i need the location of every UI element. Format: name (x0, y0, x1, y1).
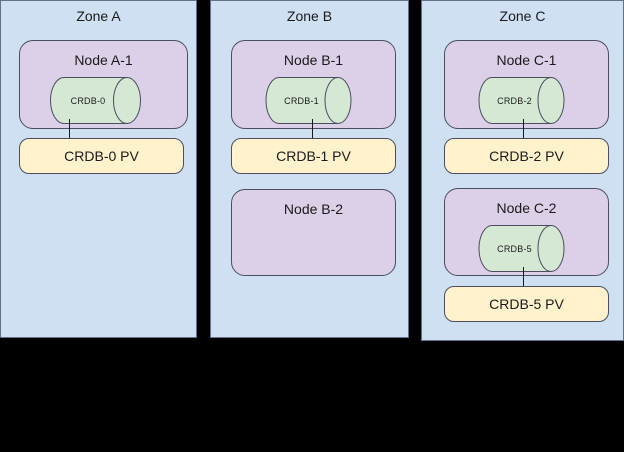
database-cylinder-crdb-1[interactable]: CRDB-1 (265, 77, 361, 124)
cylinder-shape-icon (478, 225, 565, 272)
pv-box-crdb-1[interactable]: CRDB-1 PV (231, 138, 396, 174)
node-box-c-2[interactable]: Node C-2 CRDB-5 (444, 188, 609, 276)
pv-label-crdb-2: CRDB-2 PV (489, 148, 564, 164)
pv-box-crdb-5[interactable]: CRDB-5 PV (444, 286, 609, 322)
pv-box-crdb-2[interactable]: CRDB-2 PV (444, 138, 609, 174)
connector-node-c-2-to-pv (523, 267, 524, 287)
cylinder-shape-icon (478, 77, 565, 124)
pv-label-crdb-5: CRDB-5 PV (489, 296, 564, 312)
node-title-c-2: Node C-2 (496, 200, 557, 216)
connector-node-b-1-to-pv (312, 119, 313, 139)
zone-title-a: Zone A (76, 8, 121, 24)
node-box-a-1[interactable]: Node A-1 CRDB-0 (19, 40, 188, 129)
zone-title-c: Zone C (499, 8, 546, 24)
node-box-b-1[interactable]: Node B-1 CRDB-1 (231, 40, 396, 129)
node-title-a-1: Node A-1 (74, 52, 133, 68)
zone-container-b[interactable]: Zone B Node B-1 CRDB-1 CRDB-1 PV Node B-… (210, 0, 409, 338)
node-title-b-1: Node B-1 (283, 52, 344, 68)
node-box-c-1[interactable]: Node C-1 CRDB-2 (444, 40, 609, 129)
zone-title-b: Zone B (286, 8, 333, 24)
connector-node-c-1-to-pv (523, 119, 524, 139)
pv-label-crdb-1: CRDB-1 PV (276, 148, 351, 164)
node-title-c-1: Node C-1 (496, 52, 557, 68)
zone-container-c[interactable]: Zone C Node C-1 CRDB-2 CRDB-2 PV Node C-… (421, 0, 624, 341)
node-box-b-2[interactable]: Node B-2 (231, 189, 396, 276)
pv-box-crdb-0[interactable]: CRDB-0 PV (19, 138, 184, 174)
database-cylinder-crdb-2[interactable]: CRDB-2 (478, 77, 574, 124)
zone-container-a[interactable]: Zone A Node A-1 CRDB-0 CRDB-0 PV (0, 0, 197, 338)
database-cylinder-crdb-5[interactable]: CRDB-5 (478, 225, 574, 272)
node-title-b-2: Node B-2 (283, 201, 344, 217)
connector-node-a-1-to-pv (69, 119, 70, 139)
cylinder-shape-icon (265, 77, 352, 124)
pv-label-crdb-0: CRDB-0 PV (64, 148, 139, 164)
cylinder-shape-icon (50, 77, 141, 124)
database-cylinder-crdb-0[interactable]: CRDB-0 (50, 77, 150, 124)
